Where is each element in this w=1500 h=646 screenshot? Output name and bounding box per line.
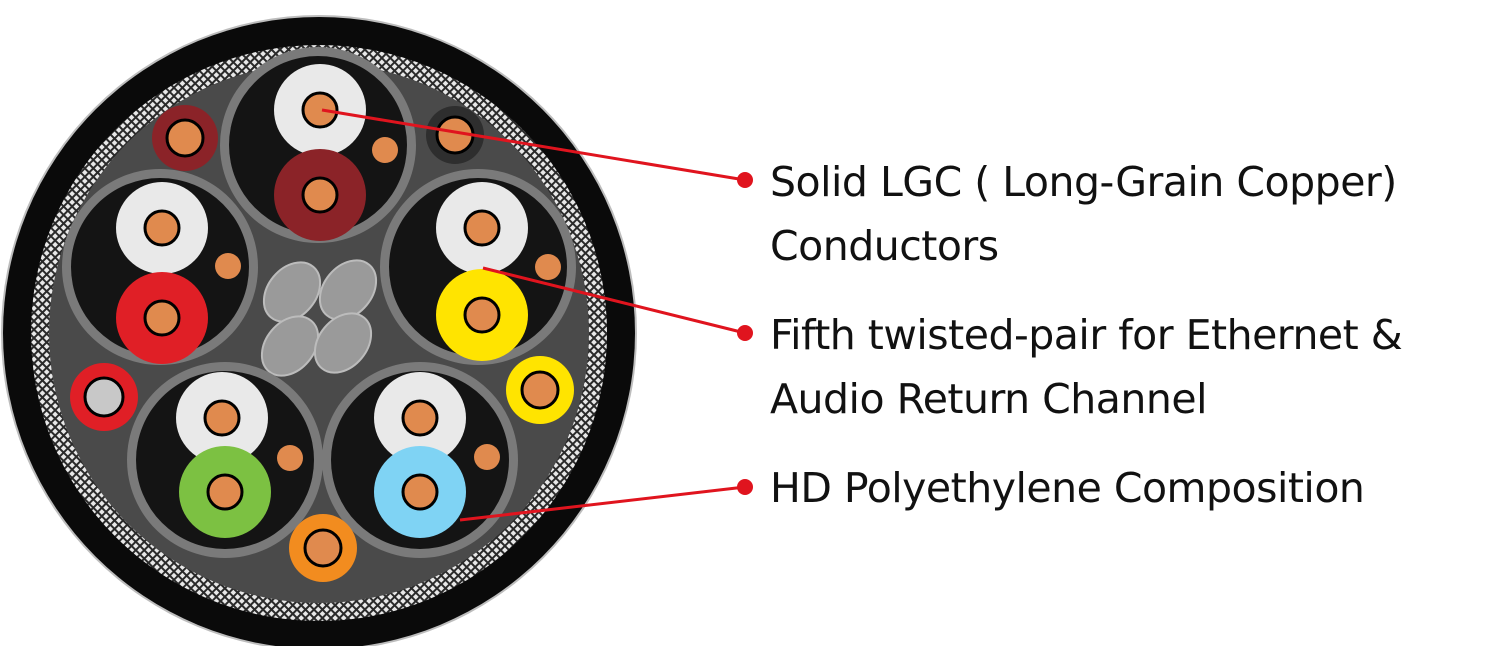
copper-conductor: [143, 209, 181, 247]
twisted-pair-strand: [318, 259, 378, 321]
copper-conductor: [203, 399, 241, 437]
callout-dot: [737, 479, 753, 495]
copper-conductor: [303, 528, 343, 568]
callout-line: [482, 266, 746, 335]
drain-wire: [372, 137, 398, 163]
callout-line: [321, 108, 746, 182]
copper-conductor: [520, 370, 560, 410]
twisted-pair-strand: [313, 312, 373, 374]
callout-text-line: Solid LGC ( Long-Grain Copper): [770, 158, 1397, 206]
drain-wire: [474, 444, 500, 470]
copper-conductor: [301, 176, 339, 214]
callout-line: [459, 485, 746, 522]
copper-conductor: [301, 91, 339, 129]
copper-conductor: [165, 118, 205, 158]
copper-conductor: [401, 473, 439, 511]
callout-conductors: Solid LGC ( Long-Grain Copper) Conductor…: [770, 150, 1397, 278]
callout-text-line: Fifth twisted-pair for Ethernet &: [770, 311, 1403, 359]
callout-polyethylene: HD Polyethylene Composition: [770, 456, 1365, 520]
callout-text-line: Conductors: [770, 222, 999, 270]
twisted-pair-strand: [262, 261, 322, 323]
copper-conductor: [463, 209, 501, 247]
callout-dot: [737, 172, 753, 188]
callout-text-line: HD Polyethylene Composition: [770, 464, 1365, 512]
copper-conductor: [401, 399, 439, 437]
drain-wire: [215, 253, 241, 279]
gray-conductor: [83, 376, 125, 418]
copper-conductor: [206, 473, 244, 511]
copper-conductor: [463, 296, 501, 334]
copper-conductor: [143, 299, 181, 337]
callout-text-line: Audio Return Channel: [770, 375, 1207, 423]
drain-wire: [535, 254, 561, 280]
callout-dot: [737, 325, 753, 341]
drain-wire: [277, 445, 303, 471]
twisted-pair-strand: [260, 315, 320, 377]
callout-twisted-pair: Fifth twisted-pair for Ethernet & Audio …: [770, 303, 1403, 431]
